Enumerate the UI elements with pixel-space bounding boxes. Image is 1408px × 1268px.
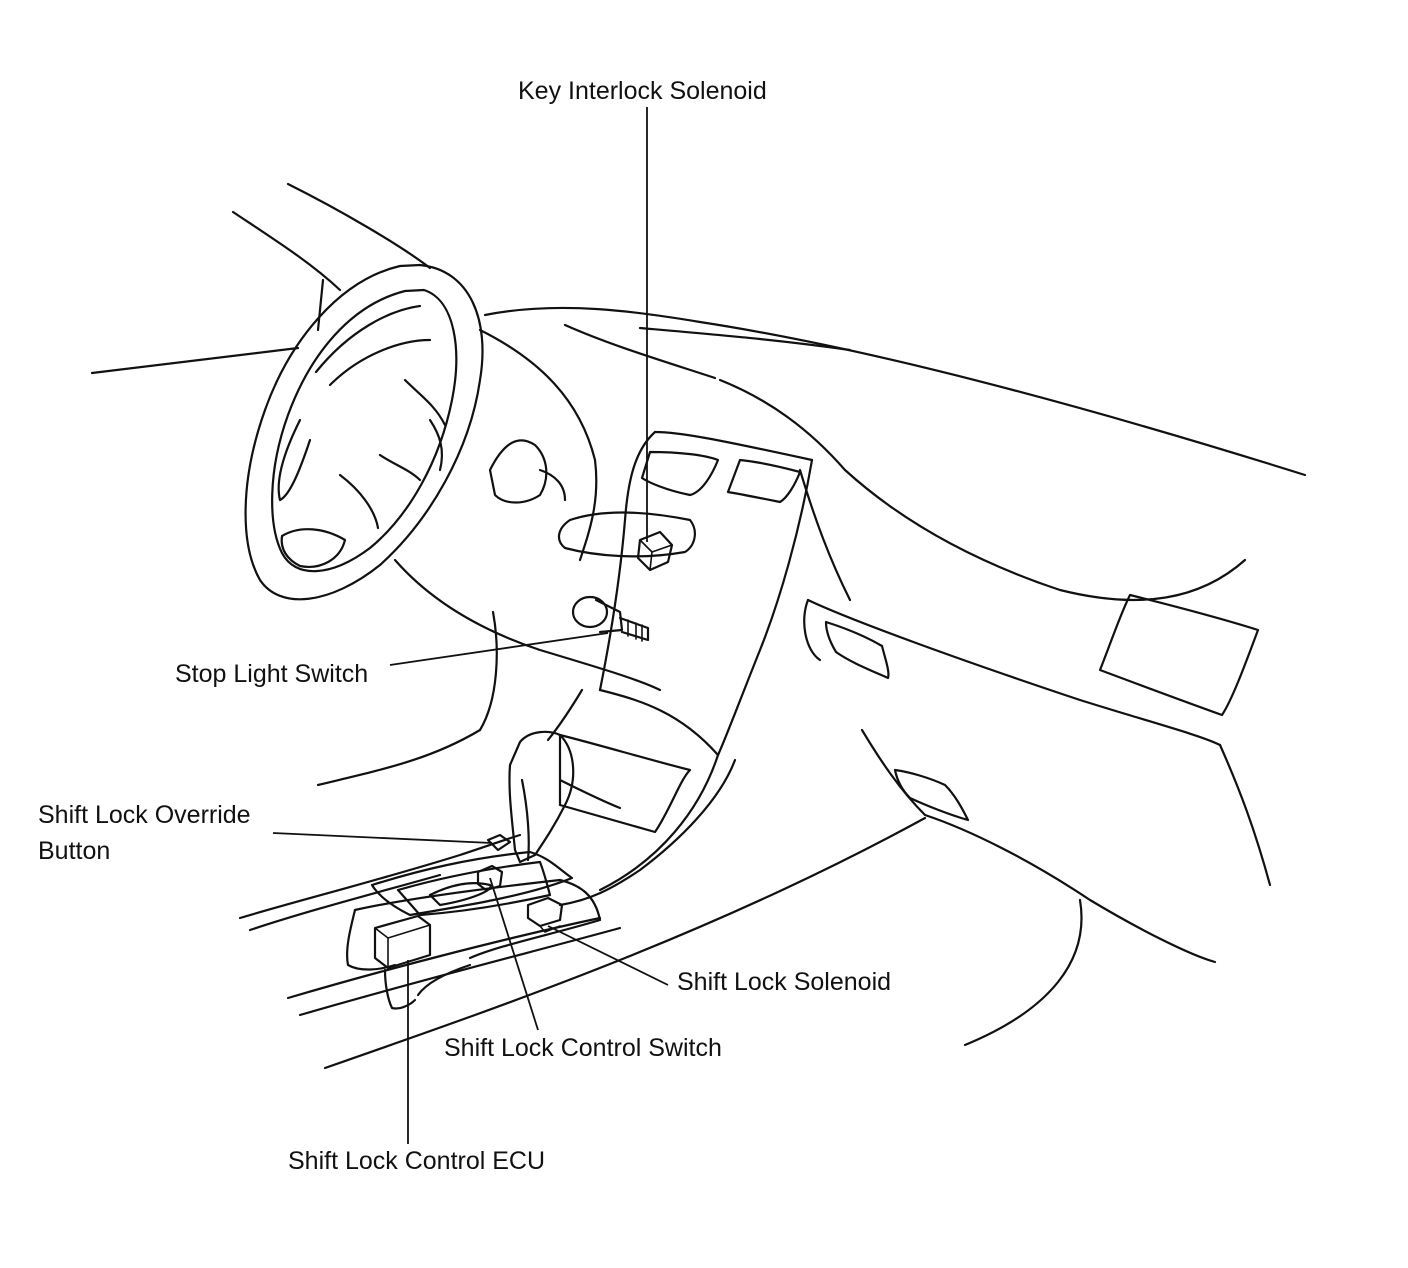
leader-shift-lock-control-switch	[489, 877, 539, 1031]
glove-box	[803, 593, 1272, 1047]
label-stop-light-switch: Stop Light Switch	[175, 656, 368, 692]
label-key-interlock-solenoid: Key Interlock Solenoid	[518, 73, 767, 109]
leader-stop-light-switch	[389, 632, 609, 666]
label-text: Key Interlock Solenoid	[518, 77, 767, 105]
label-shift-lock-control-switch: Shift Lock Control Switch	[444, 1030, 722, 1066]
shift-lock-solenoid-part	[526, 896, 564, 933]
label-text: Stop Light Switch	[175, 660, 369, 688]
a-pillar	[90, 182, 432, 375]
center-console	[238, 688, 927, 1070]
key-interlock-solenoid-part	[636, 530, 674, 572]
label-text-line1: Shift Lock Override	[38, 801, 251, 829]
leader-shift-lock-override	[272, 832, 493, 844]
center-panel	[557, 430, 814, 757]
column-switch	[488, 439, 567, 504]
shift-lock-control-switch-part	[476, 864, 504, 892]
label-text-line2: Button	[38, 837, 111, 865]
label-shift-lock-control-ecu: Shift Lock Control ECU	[288, 1143, 545, 1179]
label-shift-lock-solenoid: Shift Lock Solenoid	[677, 964, 891, 1000]
label-text: Shift Lock Solenoid	[677, 968, 892, 996]
override-button-part	[486, 833, 512, 852]
steering-wheel	[244, 263, 484, 601]
leader-lines	[272, 107, 669, 1144]
label-text: Shift Lock Control Switch	[444, 1034, 722, 1062]
shift-lock-ecu-part	[373, 914, 432, 970]
leader-shift-lock-solenoid	[547, 925, 669, 986]
label-text: Shift Lock Control ECU	[288, 1147, 546, 1175]
stop-light-switch-part	[571, 595, 650, 642]
label-shift-lock-override-button: Shift Lock Override Button	[38, 797, 251, 869]
dashboard	[316, 306, 1307, 787]
